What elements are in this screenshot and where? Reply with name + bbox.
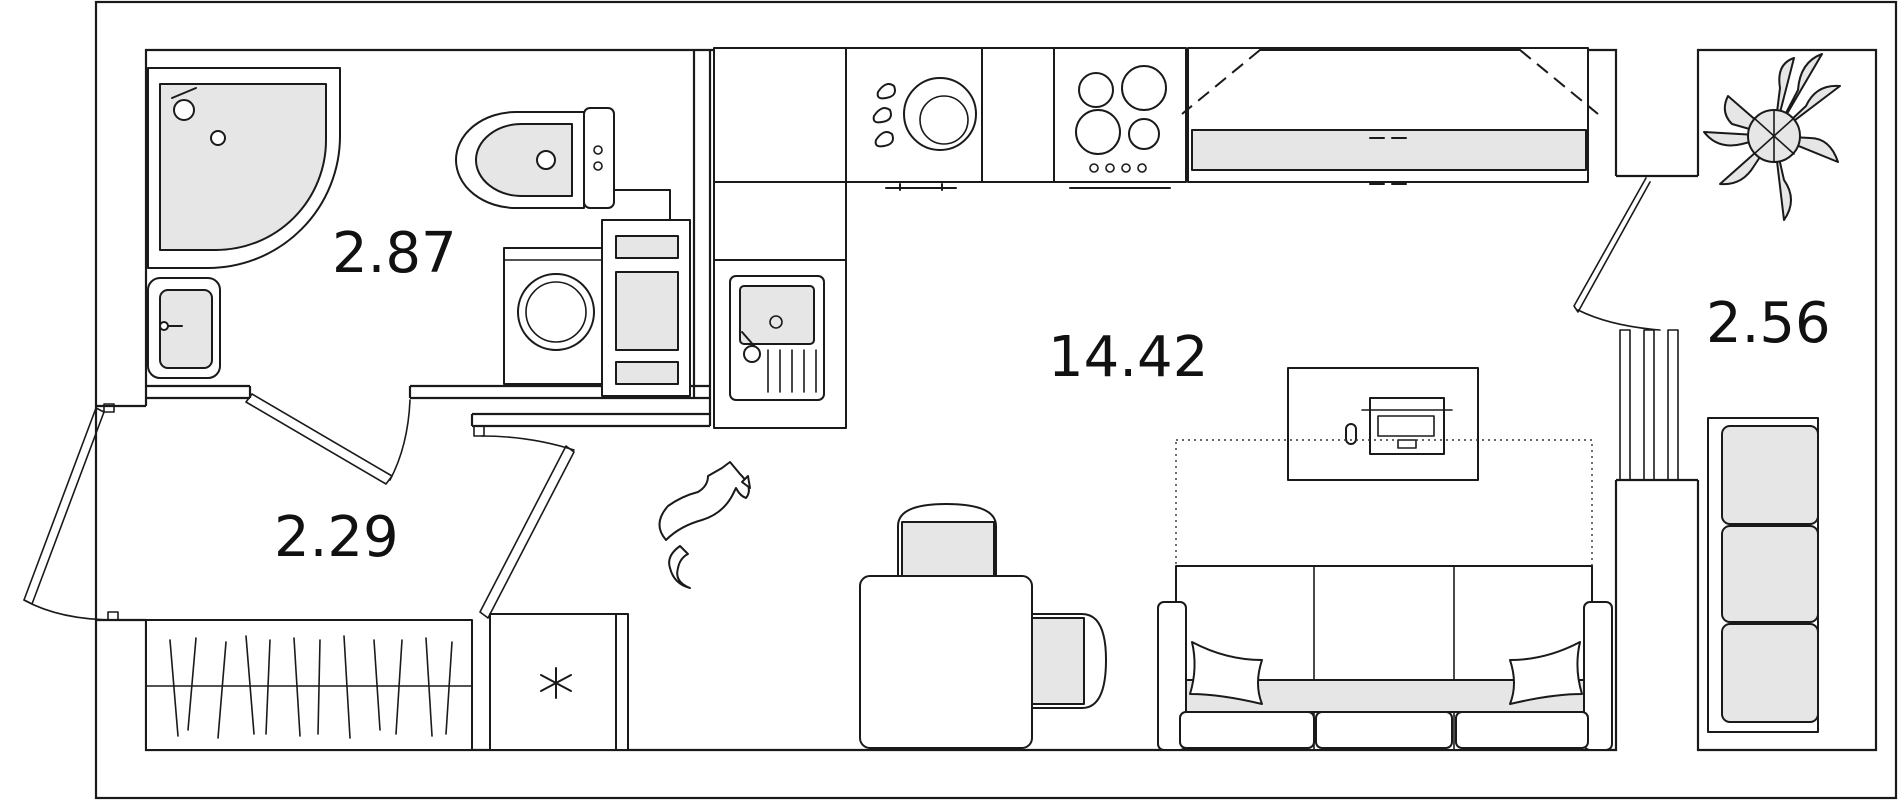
balcony-bench	[1707, 417, 1819, 733]
desk	[1287, 367, 1479, 481]
kitchen-door[interactable]	[473, 425, 575, 619]
dishwasher	[872, 77, 977, 191]
cat-icon	[658, 461, 751, 589]
bathroom-door[interactable]	[245, 393, 411, 485]
fridge	[489, 613, 629, 751]
dining-chair-top	[897, 503, 997, 577]
snowflake-icon	[540, 667, 572, 699]
washbasin	[147, 277, 221, 379]
plant-icon	[1703, 53, 1841, 221]
cooktop	[1069, 65, 1171, 189]
balcony-door[interactable]	[1573, 177, 1661, 331]
hallway-wardrobe	[145, 619, 473, 751]
wardrobe-shelves	[1181, 47, 1599, 185]
water-heater-cabinet	[601, 219, 691, 397]
laptop-icon	[1361, 397, 1453, 455]
shower	[147, 67, 341, 269]
entrance-door[interactable]	[23, 403, 119, 621]
sofa	[1157, 565, 1613, 751]
balcony-area-label: 2.56	[1706, 291, 1831, 356]
washing-machine	[503, 247, 605, 385]
toilet	[455, 107, 671, 221]
bathroom-walls	[146, 50, 712, 428]
kitchen-sink	[729, 275, 825, 401]
dining-chair-right	[1031, 613, 1107, 709]
bathroom-area-label: 2.87	[332, 221, 457, 286]
dining-table	[859, 575, 1033, 749]
hallway-area-label: 2.29	[274, 505, 399, 570]
living-room-area-label: 14.42	[1048, 325, 1208, 390]
